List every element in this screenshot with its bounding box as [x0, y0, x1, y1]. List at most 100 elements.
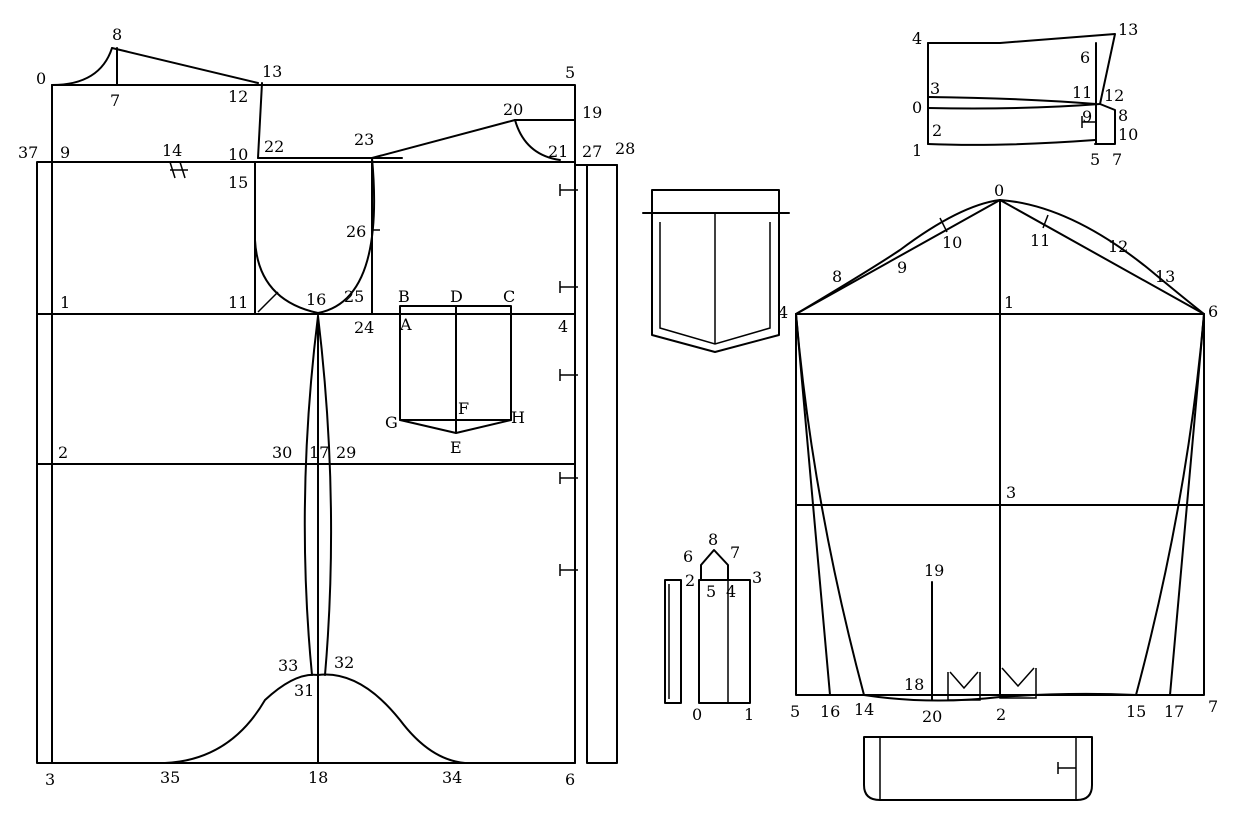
bodice-label: 30: [272, 443, 292, 462]
collar-label: 8: [1118, 106, 1128, 125]
sleeve-label: 1: [1004, 293, 1014, 312]
collar-label: 2: [932, 121, 942, 140]
bodice-pattern: [36, 47, 618, 764]
bodice-label: 10: [228, 145, 248, 164]
placket-label: 2: [685, 571, 695, 590]
bodice-label: 34: [442, 768, 462, 787]
bodice-label: 26: [346, 222, 366, 241]
bodice-label: F: [458, 399, 469, 418]
sleeve-label: 13: [1155, 267, 1175, 286]
bodice-label: 1: [60, 293, 70, 312]
placket-label: 6: [683, 547, 693, 566]
bodice-label: 29: [336, 443, 356, 462]
bodice-label: H: [511, 408, 525, 427]
sleeve-label: 6: [1208, 302, 1218, 321]
bodice-label: D: [450, 287, 463, 306]
bodice-label: B: [398, 287, 410, 306]
bodice-label: 28: [615, 139, 635, 158]
bodice-label: 23: [354, 130, 374, 149]
collar-label: 0: [912, 98, 922, 117]
bodice-label: 2: [58, 443, 68, 462]
bodice-label: C: [503, 287, 515, 306]
placket-label: 5: [706, 582, 716, 601]
sleeve-label: 18: [904, 675, 924, 694]
bodice-label: 27: [582, 142, 602, 161]
bodice-label: 7: [110, 91, 120, 110]
collar-label: 5: [1090, 150, 1100, 169]
sleeve-placket-piece: [664, 549, 751, 704]
bodice-label: 0: [36, 69, 46, 88]
sleeve-labels: 0 10 11 8 9 12 13 4 1 6 3 19 18 5 16 14 …: [778, 181, 1218, 726]
sleeve-label: 0: [994, 181, 1004, 200]
sleeve-label: 4: [778, 303, 788, 322]
placket-label: 3: [752, 568, 762, 587]
pocket-piece: [642, 189, 790, 353]
sleeve-label: 3: [1006, 483, 1016, 502]
placket-label: 7: [730, 543, 740, 562]
bodice-label: 11: [228, 293, 248, 312]
bodice-label: 22: [264, 137, 284, 156]
bodice-label: G: [385, 413, 398, 432]
sleeve-label: 20: [922, 707, 942, 726]
bodice-label: 19: [582, 103, 602, 122]
bodice-label: A: [399, 315, 412, 334]
bodice-label: 15: [228, 173, 248, 192]
collar-label: 13: [1118, 20, 1138, 39]
bodice-label: 18: [308, 768, 328, 787]
bodice-label: 8: [112, 25, 122, 44]
bodice-label: 20: [503, 100, 523, 119]
bodice-label: 3: [45, 770, 55, 789]
collar-label: 7: [1112, 150, 1122, 169]
collar-label: 9: [1082, 107, 1092, 126]
sleeve-label: 15: [1126, 702, 1146, 721]
sleeve-label: 2: [996, 705, 1006, 724]
collar-label: 6: [1080, 48, 1090, 67]
bodice-label: 4: [558, 317, 568, 336]
collar-label: 10: [1118, 125, 1138, 144]
sleeve-label: 8: [832, 267, 842, 286]
sleeve-label: 16: [820, 702, 840, 721]
bodice-label: 5: [565, 63, 575, 82]
bodice-label: 33: [278, 656, 298, 675]
sleeve-label: 12: [1108, 237, 1128, 256]
bodice-label: 32: [334, 653, 354, 672]
sleeve-label: 11: [1030, 231, 1050, 250]
bodice-label: 35: [160, 768, 180, 787]
sleeve-label: 19: [924, 561, 944, 580]
bodice-label: 31: [294, 681, 314, 700]
sleeve-label: 7: [1208, 697, 1218, 716]
bodice-label: E: [450, 438, 462, 457]
collar-piece: [927, 33, 1116, 146]
bodice-label: 25: [344, 287, 364, 306]
bodice-label: 12: [228, 87, 248, 106]
bodice-label: 13: [262, 62, 282, 81]
sleeve-label: 14: [854, 700, 874, 719]
sleeve-piece: [795, 199, 1205, 702]
bodice-label: 6: [565, 770, 575, 789]
bodice-labels: 0 8 7 12 13 5 19 20 37 9 14 10 22 23 21 …: [18, 25, 635, 789]
bodice-label: 9: [60, 143, 70, 162]
bodice-label: 14: [162, 141, 182, 160]
placket-label: 0: [692, 705, 702, 724]
bodice-label: 21: [548, 142, 568, 161]
bodice-label: 17: [309, 443, 329, 462]
collar-label: 11: [1072, 83, 1092, 102]
sleeve-label: 17: [1164, 702, 1184, 721]
sleeve-label: 5: [790, 702, 800, 721]
collar-labels: 4 13 6 3 11 12 0 8 9 2 10 1 5 7: [912, 20, 1138, 169]
placket-label: 1: [744, 705, 754, 724]
placket-label: 8: [708, 530, 718, 549]
collar-label: 4: [912, 29, 922, 48]
sleeve-placket-labels: 8 6 7 2 3 5 4 0 1: [683, 530, 762, 724]
bodice-label: 37: [18, 143, 38, 162]
collar-label: 1: [912, 141, 922, 160]
sleeve-label: 9: [897, 258, 907, 277]
placket-label: 4: [726, 582, 736, 601]
collar-label: 3: [930, 79, 940, 98]
cuff-piece: [863, 736, 1093, 801]
bodice-label: 16: [306, 290, 326, 309]
bodice-label: 24: [354, 318, 374, 337]
collar-label: 12: [1104, 86, 1124, 105]
sleeve-label: 10: [942, 233, 962, 252]
